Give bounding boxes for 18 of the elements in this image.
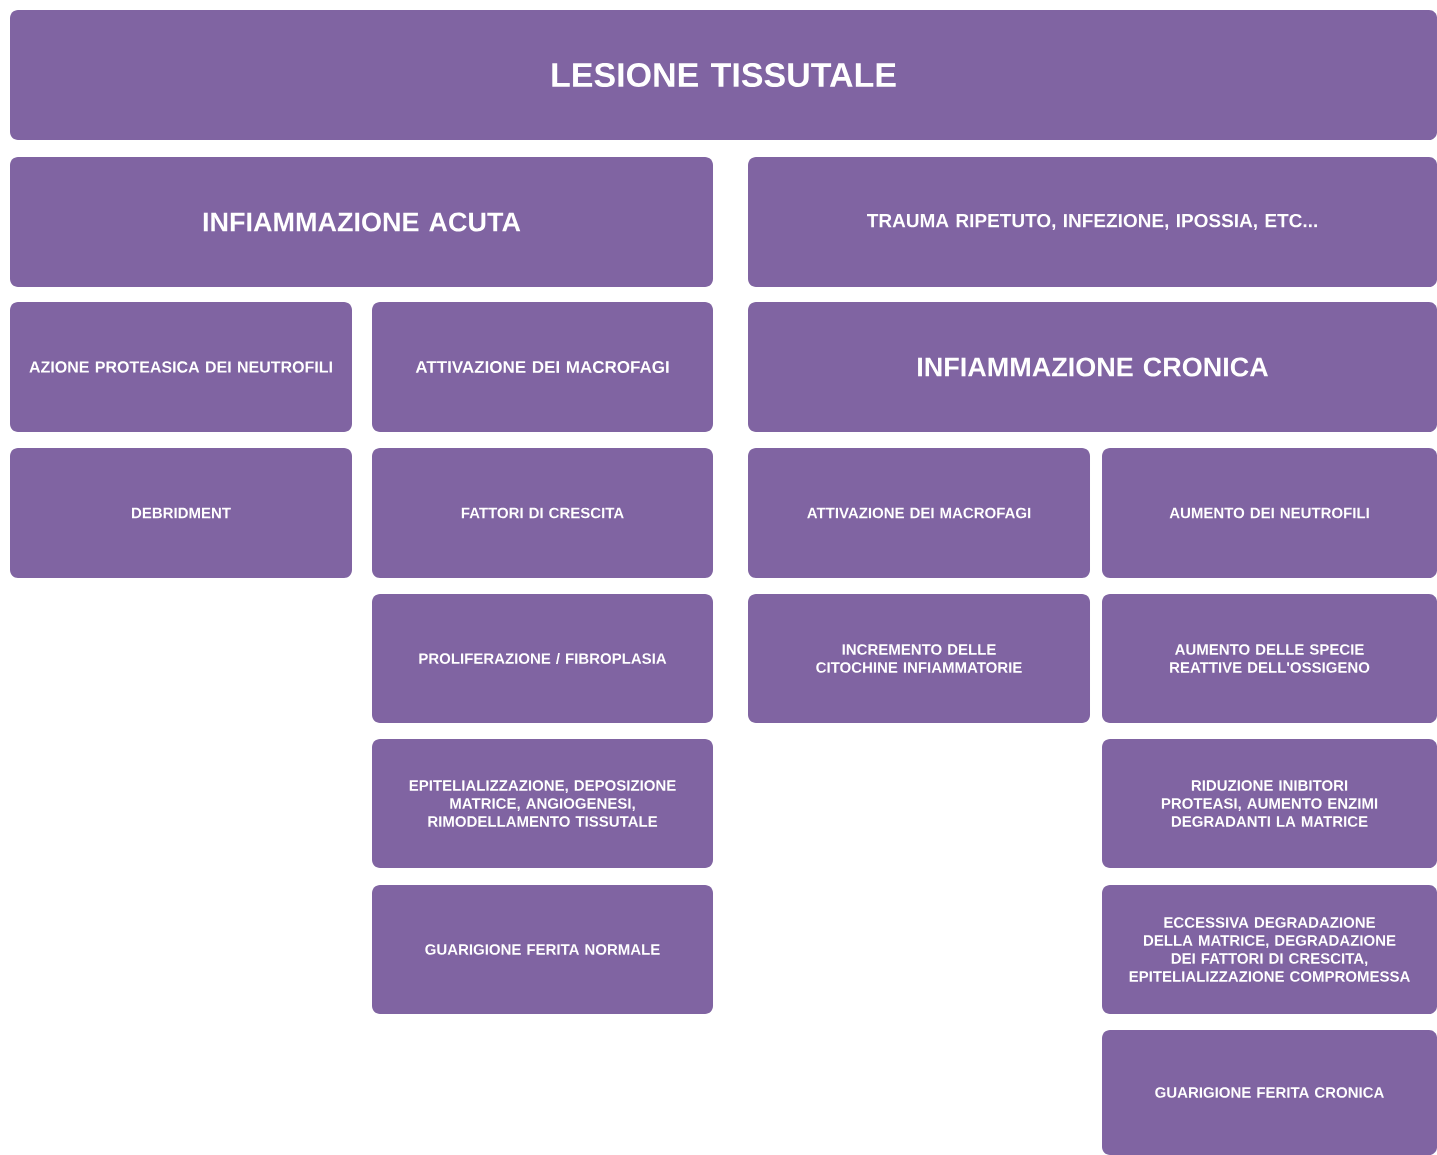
category-box: INFIAMMAZIONE ACUTA (10, 157, 713, 287)
title-banner: LESIONE TISSUTALE (10, 10, 1437, 140)
process-box: GUARIGIONE FERITA NORMALE (372, 885, 713, 1014)
process-box: AUMENTO DELLE SPECIE REATTIVE DELL'OSSIGENO (1102, 594, 1437, 723)
process-box: RIDUZIONE INIBITORI PROTEASI, AUMENTO ENZIMI DEGRADANTI LA MATRICE (1102, 739, 1437, 868)
process-box: ECCESSIVA DEGRADAZIONE DELLA MATRICE, DEGRADAZIONE DEI FATTORI DI CRESCITA, EPITELIALIZZAZIONE COMPROMESSA (1102, 885, 1437, 1014)
process-box: GUARIGIONE FERITA CRONICA (1102, 1030, 1437, 1155)
process-box: PROLIFERAZIONE / FIBROPLASIA (372, 594, 713, 723)
process-box: INCREMENTO DELLE CITOCHINE INFIAMMATORIE (748, 594, 1090, 723)
process-box: EPITELIALIZZAZIONE, DEPOSIZIONE MATRICE, ANGIOGENESI, RIMODELLAMENTO TISSUTALE (372, 739, 713, 868)
process-box: AUMENTO DEI NEUTROFILI (1102, 448, 1437, 578)
process-box: ATTIVAZIONE DEI MACROFAGI (748, 448, 1090, 578)
process-box: AZIONE PROTEASICA DEI NEUTROFILI (10, 302, 352, 432)
process-box: DEBRIDMENT (10, 448, 352, 578)
category-box: TRAUMA RIPETUTO, INFEZIONE, IPOSSIA, ETC... (748, 157, 1437, 287)
process-box: ATTIVAZIONE DEI MACROFAGI (372, 302, 713, 432)
process-box: FATTORI DI CRESCITA (372, 448, 713, 578)
category-box: INFIAMMAZIONE CRONICA (748, 302, 1437, 432)
